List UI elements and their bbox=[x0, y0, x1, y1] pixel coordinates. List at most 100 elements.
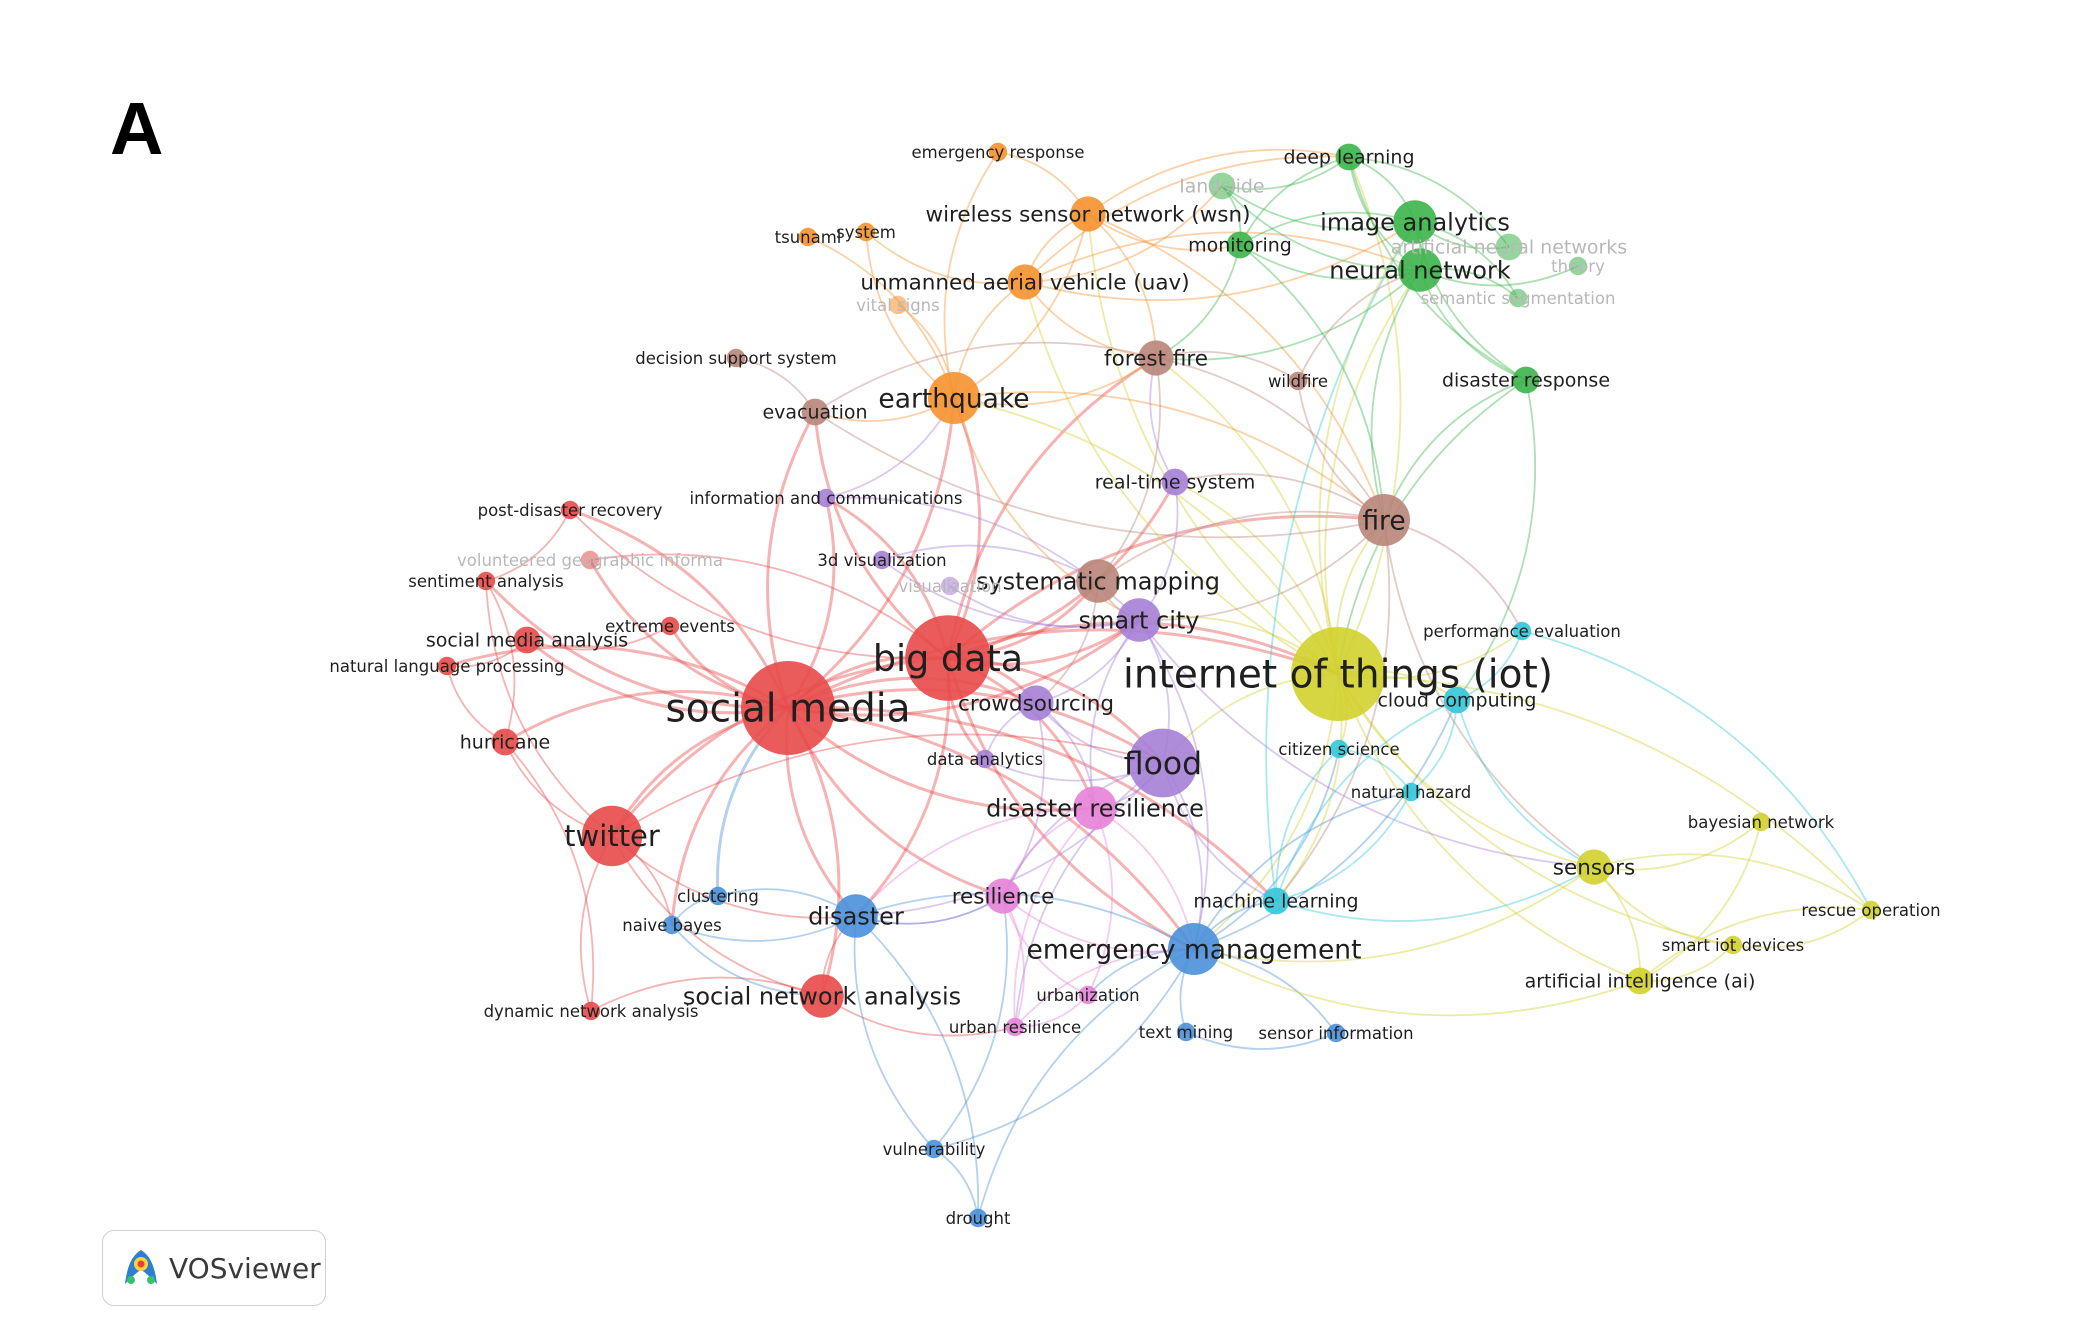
node-neural-network[interactable] bbox=[1398, 248, 1442, 292]
node-natural-hazard[interactable] bbox=[1401, 782, 1421, 802]
label-sentiment-analysis[interactable]: sentiment analysis bbox=[408, 572, 563, 591]
label-clustering[interactable]: clustering bbox=[677, 887, 759, 906]
node-urbanization[interactable] bbox=[1078, 985, 1098, 1005]
node-naive-bayes[interactable] bbox=[662, 915, 682, 935]
label-image-analytics[interactable]: image analytics bbox=[1320, 208, 1510, 236]
node-deep-learning[interactable] bbox=[1335, 143, 1363, 171]
label-artificial-neural-networks[interactable]: artificial neural networks bbox=[1391, 237, 1627, 259]
node-urban-resilience[interactable] bbox=[1005, 1017, 1025, 1037]
label-semantic-segmentation[interactable]: semantic segmentation bbox=[1421, 289, 1616, 308]
label-wildfire[interactable]: wildfire bbox=[1268, 372, 1328, 391]
label-extreme-events[interactable]: extreme events bbox=[605, 617, 735, 636]
node-information-and-communications[interactable] bbox=[816, 488, 836, 508]
label-vital-signs[interactable]: vital signs bbox=[856, 296, 939, 315]
label-urbanization[interactable]: urbanization bbox=[1036, 986, 1139, 1005]
node-artificial-neural-networks[interactable] bbox=[1495, 233, 1523, 261]
label-resilience[interactable]: resilience bbox=[952, 885, 1055, 910]
node-sentiment-analysis[interactable] bbox=[476, 571, 496, 591]
label-emergency-management[interactable]: emergency management bbox=[1027, 934, 1362, 965]
node-disaster[interactable] bbox=[834, 894, 878, 938]
label-earthquake[interactable]: earthquake bbox=[878, 383, 1029, 414]
node-visualization[interactable] bbox=[940, 576, 960, 596]
node-dynamic-network-analysis[interactable] bbox=[581, 1001, 601, 1021]
node-natural-language-processing[interactable] bbox=[437, 656, 457, 676]
node-disaster-resilience[interactable] bbox=[1073, 786, 1117, 830]
label-twitter[interactable]: twitter bbox=[564, 819, 660, 853]
label-naive-bayes[interactable]: naive bayes bbox=[622, 916, 721, 935]
node-smart-city[interactable] bbox=[1117, 598, 1161, 642]
label-urban-resilience[interactable]: urban resilience bbox=[949, 1018, 1081, 1037]
label-information-and-communications[interactable]: information and communications bbox=[690, 489, 963, 508]
label-social-network-analysis[interactable]: social network analysis bbox=[683, 982, 961, 1010]
label-natural-language-processing[interactable]: natural language processing bbox=[329, 657, 564, 676]
node-citizen-science[interactable] bbox=[1329, 739, 1349, 759]
node-forest-fire[interactable] bbox=[1138, 340, 1174, 376]
label-machine-learning[interactable]: machine learning bbox=[1193, 891, 1358, 913]
label-smart-city[interactable]: smart city bbox=[1079, 606, 1200, 634]
node-hurricane[interactable] bbox=[491, 728, 519, 756]
label-drought[interactable]: drought bbox=[946, 1209, 1011, 1228]
label-flood[interactable]: flood bbox=[1124, 746, 1202, 782]
label-vulnerability[interactable]: vulnerability bbox=[883, 1140, 986, 1159]
node-sensor-information[interactable] bbox=[1326, 1023, 1346, 1043]
node-social-media[interactable] bbox=[741, 661, 835, 755]
node-performance-evaluation[interactable] bbox=[1512, 621, 1532, 641]
node-twitter[interactable] bbox=[581, 805, 643, 867]
node-systematic-mapping[interactable] bbox=[1076, 559, 1120, 603]
label-big-data[interactable]: big data bbox=[873, 637, 1023, 680]
node-bayesian-network[interactable] bbox=[1751, 812, 1771, 832]
node-internet-of-things-iot[interactable] bbox=[1291, 627, 1385, 721]
node-unmanned-aerial-vehicle-uav[interactable] bbox=[1007, 264, 1043, 300]
label-wireless-sensor-network-wsn[interactable]: wireless sensor network (wsn) bbox=[925, 203, 1250, 228]
node-post-disaster-recovery[interactable] bbox=[560, 500, 580, 520]
label-hurricane[interactable]: hurricane bbox=[460, 732, 550, 754]
node-artificial-intelligence-ai[interactable] bbox=[1626, 967, 1654, 995]
node-clustering[interactable] bbox=[708, 886, 728, 906]
node-landslide[interactable] bbox=[1208, 172, 1236, 200]
node-text-mining[interactable] bbox=[1176, 1022, 1196, 1042]
node-earthquake[interactable] bbox=[928, 372, 980, 424]
label-evacuation[interactable]: evacuation bbox=[762, 402, 867, 424]
label-post-disaster-recovery[interactable]: post-disaster recovery bbox=[478, 501, 663, 520]
label-disaster-resilience[interactable]: disaster resilience bbox=[986, 794, 1204, 822]
label-landslide[interactable]: landslide bbox=[1179, 176, 1264, 198]
node-wildfire[interactable] bbox=[1288, 371, 1308, 391]
node-3d-visualization[interactable] bbox=[872, 550, 892, 570]
node-semantic-segmentation[interactable] bbox=[1508, 288, 1528, 308]
label-cloud-computing[interactable]: cloud computing bbox=[1377, 690, 1536, 712]
node-extreme-events[interactable] bbox=[660, 616, 680, 636]
node-drought[interactable] bbox=[968, 1208, 988, 1228]
label-natural-hazard[interactable]: natural hazard bbox=[1351, 783, 1472, 802]
node-crowdsourcing[interactable] bbox=[1018, 685, 1054, 721]
node-emergency-management[interactable] bbox=[1168, 923, 1220, 975]
node-vulnerability[interactable] bbox=[924, 1139, 944, 1159]
node-evacuation[interactable] bbox=[801, 398, 829, 426]
label-sensors[interactable]: sensors bbox=[1553, 856, 1635, 881]
label-volunteered-geographic-informa[interactable]: volunteered geographic informa bbox=[457, 551, 723, 570]
label-neural-network[interactable]: neural network bbox=[1329, 256, 1511, 284]
node-decision-support-system[interactable] bbox=[726, 348, 746, 368]
label-disaster-response[interactable]: disaster response bbox=[1442, 370, 1610, 392]
node-vital-signs[interactable] bbox=[888, 295, 908, 315]
label-rescue-operation[interactable]: rescue operation bbox=[1801, 901, 1940, 920]
node-emergency-response[interactable] bbox=[988, 142, 1008, 162]
node-flood[interactable] bbox=[1128, 728, 1198, 798]
label-performance-evaluation[interactable]: performance evaluation bbox=[1423, 622, 1621, 641]
node-image-analytics[interactable] bbox=[1393, 200, 1437, 244]
label-systematic-mapping[interactable]: systematic mapping bbox=[976, 567, 1220, 595]
node-monitoring[interactable] bbox=[1226, 231, 1254, 259]
label-3d-visualization[interactable]: 3d visualization bbox=[817, 551, 946, 570]
node-cloud-computing[interactable] bbox=[1443, 686, 1471, 714]
label-forest-fire[interactable]: forest fire bbox=[1104, 347, 1208, 372]
label-fire[interactable]: fire bbox=[1362, 505, 1405, 536]
label-sensor-information[interactable]: sensor information bbox=[1258, 1024, 1413, 1043]
node-rescue-operation[interactable] bbox=[1861, 900, 1881, 920]
node-data-analytics[interactable] bbox=[975, 749, 995, 769]
label-deep-learning[interactable]: deep learning bbox=[1283, 147, 1414, 169]
node-fire[interactable] bbox=[1358, 494, 1410, 546]
label-data-analytics[interactable]: data analytics bbox=[927, 750, 1043, 769]
label-monitoring[interactable]: monitoring bbox=[1188, 235, 1292, 257]
node-resilience[interactable] bbox=[985, 878, 1021, 914]
vosviewer-badge[interactable]: VOSviewer bbox=[102, 1230, 326, 1306]
label-internet-of-things-iot[interactable]: internet of things (iot) bbox=[1123, 653, 1553, 698]
